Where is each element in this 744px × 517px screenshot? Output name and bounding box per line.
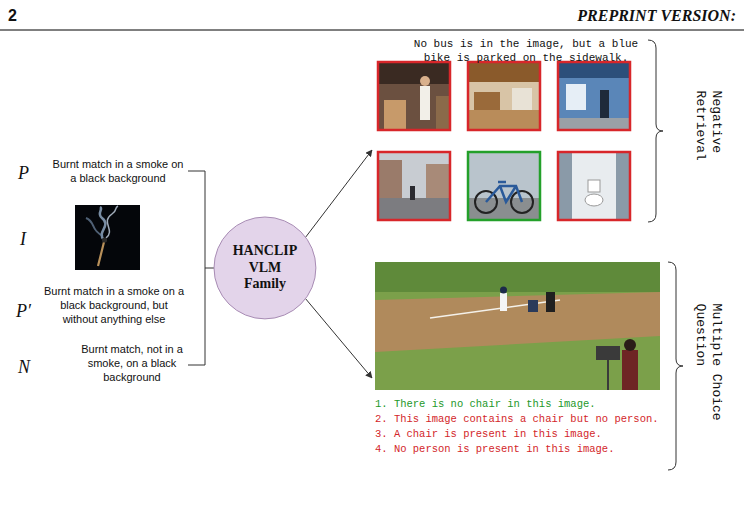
wrong-border: [558, 62, 630, 130]
cell-store: [558, 62, 630, 130]
wrong-border: [378, 62, 450, 130]
model-circle: HANCLIP VLM Family: [213, 216, 317, 320]
infield-dirt: [375, 292, 660, 352]
photo-detail: [378, 160, 402, 198]
umpire: [546, 292, 555, 312]
foul-line: [430, 300, 560, 318]
photo-detail: [558, 152, 572, 220]
prompt-text: Burnt match, not in a smoke, on a black …: [80, 343, 184, 384]
task-label: Negative Retrieval: [692, 91, 723, 171]
wrong-border: [558, 152, 630, 220]
photo-ground: [378, 152, 450, 220]
cell-bike: [468, 152, 540, 220]
wrong-border: [468, 62, 540, 130]
match-stick: [98, 242, 104, 266]
photo-ground: [375, 262, 660, 390]
cell-kitchen: [468, 62, 540, 130]
photo-detail: [512, 88, 532, 110]
match-head: [102, 237, 107, 242]
smoke: [86, 218, 103, 236]
photo-ground: [558, 152, 630, 220]
tripod: [607, 360, 609, 390]
camera: [596, 346, 620, 360]
symbol-label: I: [20, 228, 26, 251]
symbol-label: P′: [16, 300, 31, 323]
answer-option: 1. There is no chair in this image.: [375, 398, 596, 411]
photo-ground: [558, 62, 630, 130]
symbol-label: N: [18, 356, 30, 379]
correct-border: [468, 152, 540, 220]
circle-shape: [214, 217, 316, 319]
output-arrow: [305, 298, 372, 378]
header-rule: [0, 30, 744, 31]
photo-detail: [588, 180, 600, 192]
cell-bathroom: [558, 152, 630, 220]
photo-detail: [468, 110, 540, 130]
batter: [500, 287, 507, 294]
photo-ground: [378, 62, 450, 130]
task-label: Multiple Choice Question: [692, 304, 723, 428]
answer-option: 3. A chair is present in this image.: [375, 428, 602, 441]
input-bracket: [188, 171, 215, 365]
photo-detail: [420, 86, 430, 120]
image-ground: [75, 205, 140, 270]
photo-detail: [375, 262, 660, 292]
cell-street: [378, 152, 450, 220]
photo-detail: [436, 96, 450, 130]
group-brace: [648, 40, 663, 222]
photo-detail: [585, 194, 603, 206]
query-caption: No bus is in the image, but a blue bike …: [404, 38, 648, 66]
photo-detail: [558, 118, 630, 130]
prompt-text: Burnt match in a smoke on a black backgr…: [44, 285, 184, 326]
photo-ground: [468, 152, 540, 220]
camera-operator: [624, 339, 636, 351]
model-name: HANCLIP VLM Family: [229, 243, 301, 293]
symbol-label: P: [18, 162, 29, 185]
photo-ground: [468, 62, 540, 130]
smoke: [106, 206, 118, 238]
wrong-border: [378, 152, 450, 220]
baseball-image: [375, 262, 660, 390]
group-brace: [668, 262, 683, 470]
photo-detail: [378, 62, 450, 84]
camera-operator: [622, 350, 638, 390]
photo-detail: [410, 186, 415, 200]
photo-detail: [420, 76, 430, 86]
cell-borders: [378, 62, 630, 220]
photo-detail: [384, 100, 406, 130]
page-number: 2: [8, 6, 17, 26]
answer-option: 4. No person is present in this image.: [375, 443, 614, 456]
photo-detail: [566, 84, 586, 110]
running-header: PREPRINT VERSION:: [540, 6, 736, 26]
prompt-text: Burnt match in a smoke on a black backgr…: [52, 158, 184, 186]
photo-detail: [474, 92, 500, 110]
catcher: [528, 300, 538, 312]
bike-frame: [486, 182, 522, 202]
answer-option: 2. This image contains a chair but no pe…: [375, 413, 659, 426]
photo-detail: [616, 152, 630, 220]
photo-detail: [426, 164, 450, 198]
photo-detail: [378, 198, 450, 220]
batter: [500, 293, 507, 311]
output-arrow: [305, 150, 372, 238]
photo-detail: [558, 62, 630, 78]
match-image: [75, 205, 140, 270]
photo-detail: [468, 62, 540, 82]
cell-restaurant: [378, 62, 450, 130]
